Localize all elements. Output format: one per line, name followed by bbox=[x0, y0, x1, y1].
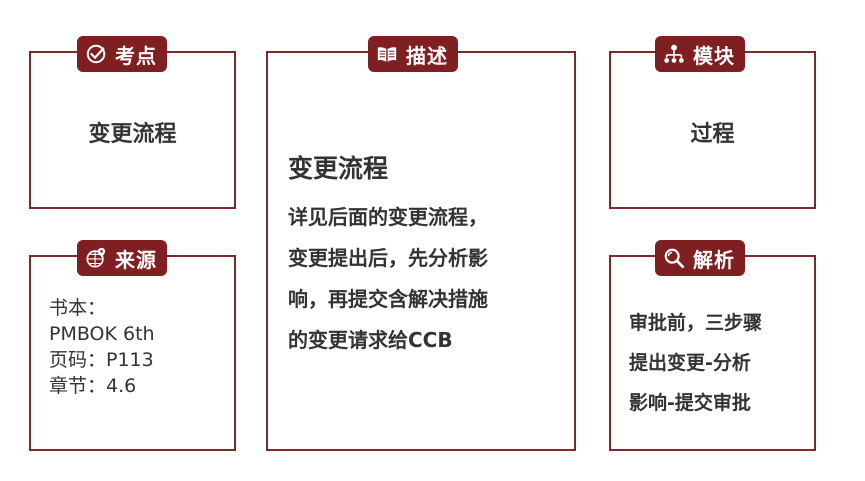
jiexi-label: 解析 bbox=[693, 247, 735, 272]
magnifier-icon bbox=[663, 247, 685, 269]
laiyuan-lines: 书本： PMBOK 6th 页码：P113 章节：4.6 bbox=[49, 295, 155, 399]
laiyuan-tag: 来源 bbox=[77, 240, 167, 276]
miaoshu-line: 变更提出后，先分析影 bbox=[288, 246, 488, 270]
jiexi-card: 解析 审批前，三步骤 提出变更-分析 影响-提交审批 bbox=[609, 240, 816, 451]
laiyuan-label: 来源 bbox=[115, 247, 157, 272]
laiyuan-card: 来源 书本： PMBOK 6th 页码：P113 章节：4.6 bbox=[29, 240, 236, 451]
kaodian-content: 变更流程 bbox=[88, 122, 177, 147]
mokuai-card: 模块 过程 bbox=[609, 36, 816, 209]
jiexi-line: 审批前，三步骤 bbox=[629, 312, 763, 334]
miaoshu-line: 的变更请求给CCB bbox=[288, 328, 453, 352]
kaodian-tag: 考点 bbox=[77, 36, 167, 72]
jiexi-line: 影响-提交审批 bbox=[629, 392, 751, 414]
miaoshu-label: 描述 bbox=[406, 43, 448, 68]
kaodian-card: 考点 变更流程 bbox=[29, 36, 236, 209]
network-hierarchy-icon bbox=[663, 43, 685, 65]
checkmark-circle-icon bbox=[85, 43, 107, 65]
laiyuan-line: 页码：P113 bbox=[49, 349, 154, 371]
jiexi-line: 提出变更-分析 bbox=[629, 352, 751, 374]
miaoshu-line: 响，再提交含解决措施 bbox=[288, 287, 488, 311]
kaodian-label: 考点 bbox=[115, 43, 157, 68]
mokuai-content: 过程 bbox=[690, 122, 735, 147]
miaoshu-lines: 详见后面的变更流程， 变更提出后，先分析影 响，再提交含解决措施 的变更请求给C… bbox=[288, 197, 488, 361]
miaoshu-card: 描述 变更流程 详见后面的变更流程， 变更提出后，先分析影 响，再提交含解决措施… bbox=[266, 36, 576, 451]
jiexi-lines: 审批前，三步骤 提出变更-分析 影响-提交审批 bbox=[629, 303, 762, 423]
miaoshu-title: 变更流程 bbox=[288, 154, 389, 183]
jiexi-tag: 解析 bbox=[655, 240, 745, 276]
mokuai-label: 模块 bbox=[693, 43, 735, 68]
laiyuan-line: 书本： bbox=[49, 297, 107, 319]
open-book-icon bbox=[376, 43, 398, 65]
miaoshu-line: 详见后面的变更流程， bbox=[288, 205, 488, 229]
globe-pin-icon bbox=[85, 247, 107, 269]
mokuai-tag: 模块 bbox=[655, 36, 745, 72]
laiyuan-line: 章节：4.6 bbox=[49, 375, 137, 397]
laiyuan-line: PMBOK 6th bbox=[49, 323, 155, 345]
miaoshu-tag: 描述 bbox=[368, 36, 458, 72]
